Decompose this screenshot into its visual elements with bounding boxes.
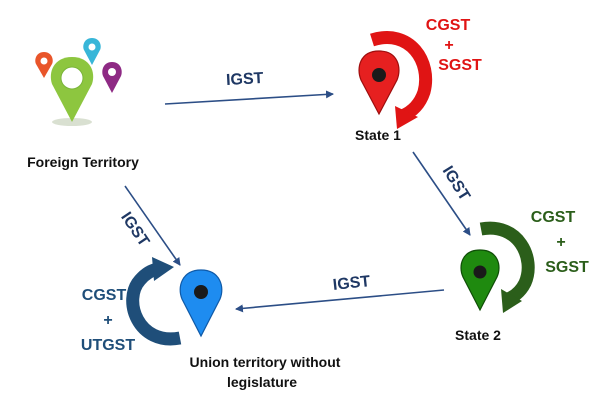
state2-label: State 2 — [455, 327, 501, 343]
green-location-pin-icon — [460, 249, 500, 312]
arrow-state1-to-state2 — [412, 151, 471, 236]
foreign-territory-label: Foreign Territory — [27, 154, 139, 170]
orange-pin-icon — [35, 52, 53, 78]
purple-pin-icon — [102, 62, 122, 93]
state2-tax-line-2: + — [556, 234, 565, 251]
blue-location-pin-icon — [179, 269, 223, 338]
arrow-foreign-to-state1 — [164, 90, 334, 105]
union-territory-label-line-1: Union territory without — [190, 354, 341, 370]
edge-label-foreign-to-union: IGST — [117, 209, 152, 250]
state2-tax-cycle-arrow — [479, 221, 535, 313]
edge-label-foreign-to-state1: IGST — [226, 70, 264, 89]
red-location-pin-icon — [358, 50, 400, 116]
union-tax-line-2: + — [103, 312, 112, 329]
state1-tax-line-3: SGST — [438, 57, 482, 74]
union-territory-label-line-2: legislature — [227, 374, 297, 390]
map-pins-cluster-icon — [35, 38, 122, 126]
arrow-foreign-to-union — [124, 185, 181, 266]
state2-tax-line-1: CGST — [531, 209, 576, 226]
arrow-state2-to-union — [235, 289, 445, 313]
green-pin-icon — [50, 57, 94, 122]
state1-label: State 1 — [355, 127, 401, 143]
union-tax-line-1: CGST — [82, 287, 127, 304]
state1-tax-line-2: + — [444, 37, 453, 54]
state1-tax-cycle-arrow — [370, 31, 432, 129]
union-tax-line-3: UTGST — [81, 337, 135, 354]
state2-tax-line-3: SGST — [545, 259, 589, 276]
edge-label-state2-to-union: IGST — [332, 273, 371, 294]
union-tax-cycle-arrow — [126, 257, 182, 346]
cyan-pin-icon — [83, 38, 101, 65]
state1-tax-line-1: CGST — [426, 17, 471, 34]
